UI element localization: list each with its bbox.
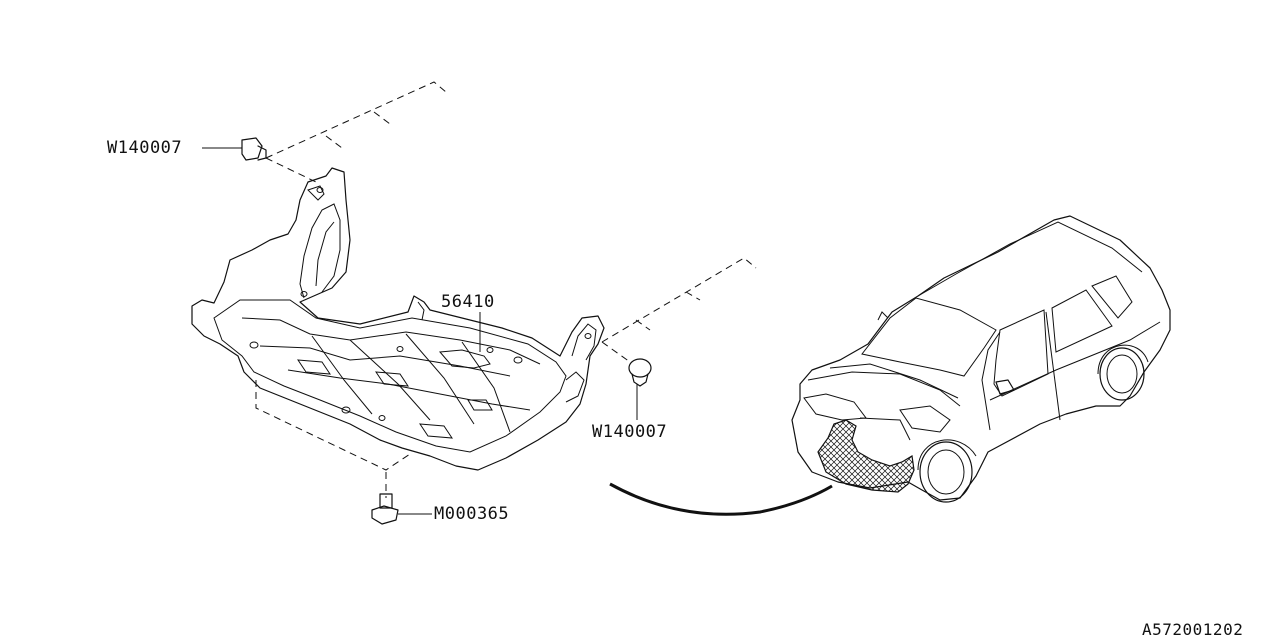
clip-w140007-right	[628, 358, 652, 420]
clip-w140007-left	[202, 137, 267, 161]
under-cover-highlight	[817, 419, 915, 493]
vehicle-illustration	[791, 215, 1171, 503]
label-56410: 56410	[441, 292, 495, 312]
label-w140007-right: W140007	[592, 422, 668, 442]
under-cover-56410	[191, 167, 605, 471]
location-connector-curve	[609, 482, 833, 516]
alignment-dashed-lines	[255, 81, 757, 498]
bolt-m000365	[371, 493, 432, 525]
label-m000365: M000365	[434, 504, 510, 524]
figure-code: A572001202	[1142, 620, 1244, 639]
label-w140007-left: W140007	[107, 138, 183, 158]
